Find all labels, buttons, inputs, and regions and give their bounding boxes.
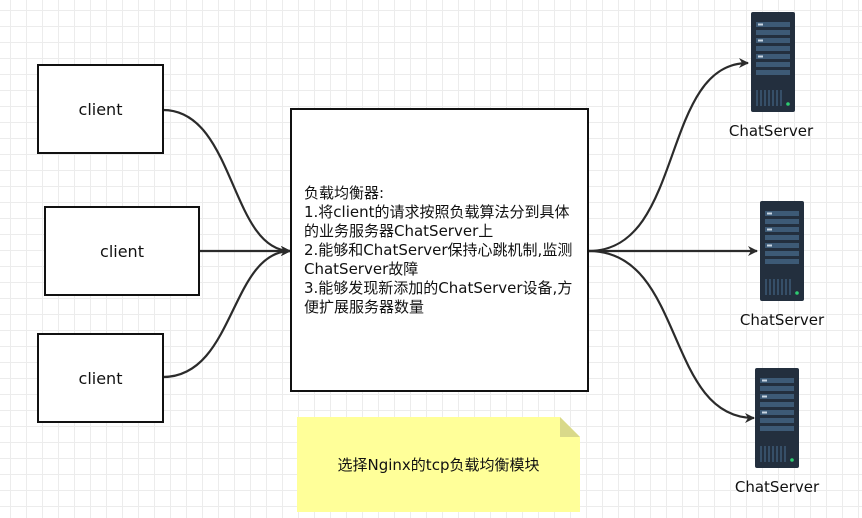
server-rack-icon <box>755 368 799 468</box>
chat-server-2-label: ChatServer <box>739 311 825 329</box>
connector-lb-to-server-1 <box>588 58 749 253</box>
sticky-note[interactable]: 选择Nginx的tcp负载均衡模块 <box>297 417 580 512</box>
chat-server-1-label: ChatServer <box>728 122 814 140</box>
chat-server-3-label: ChatServer <box>734 478 820 496</box>
load-balancer-description: 负载均衡器: 1.将client的请求按照负载算法分到具体的业务服务器ChatS… <box>304 183 573 316</box>
server-rack-icon <box>760 201 804 301</box>
sticky-note-text: 选择Nginx的tcp负载均衡模块 <box>337 456 540 474</box>
connector-lb-to-server-3 <box>588 249 755 423</box>
client-label: client <box>78 368 123 388</box>
client-box-2[interactable]: client <box>44 206 200 296</box>
client-label: client <box>78 99 123 119</box>
connector-client-1-to-lb <box>162 108 291 256</box>
connector-client-3-to-lb <box>162 246 291 379</box>
client-box-1[interactable]: client <box>37 64 164 154</box>
chat-server-2[interactable] <box>760 201 804 301</box>
sticky-note-shape <box>297 417 580 512</box>
chat-server-3[interactable] <box>755 368 799 468</box>
load-balancer-box[interactable]: 负载均衡器: 1.将client的请求按照负载算法分到具体的业务服务器ChatS… <box>290 108 589 392</box>
chat-server-1[interactable] <box>751 12 795 112</box>
client-label: client <box>100 241 144 261</box>
server-rack-icon <box>751 12 795 112</box>
client-box-3[interactable]: client <box>37 333 164 423</box>
